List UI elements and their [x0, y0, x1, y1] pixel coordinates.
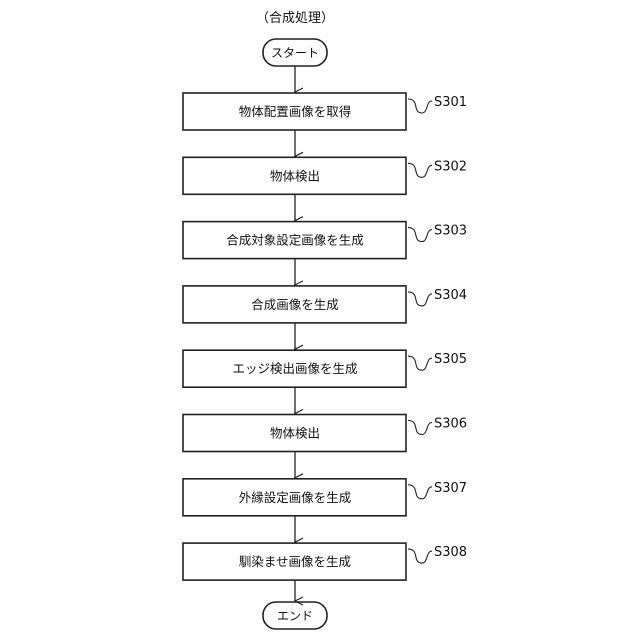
step-label: 外縁設定画像を生成: [239, 490, 352, 505]
step-id: S301: [434, 95, 467, 110]
step-leader-line: [408, 228, 432, 242]
step-id: S303: [434, 224, 467, 239]
step-leader-line: [408, 421, 432, 435]
step-label: 物体検出: [270, 168, 320, 183]
start-label: スタート: [271, 46, 319, 60]
step-leader-line: [408, 99, 432, 113]
step-label: 物体配置画像を取得: [239, 104, 352, 119]
step-id: S304: [434, 288, 467, 303]
step-leader-line: [408, 292, 432, 306]
step-label: 合成対象設定画像を生成: [226, 233, 364, 248]
process-steps: 物体配置画像を取得 S301 物体検出 S302 合成対象設定画像を生成 S303 合成画像…: [183, 66, 467, 601]
step-leader-line: [408, 356, 432, 370]
step-id: S307: [434, 481, 467, 496]
step-id: S306: [434, 417, 467, 432]
step-label: 物体検出: [270, 426, 320, 441]
step-leader-line: [408, 549, 432, 563]
step-label: 馴染ませ画像を生成: [239, 554, 351, 569]
step-leader-line: [408, 163, 432, 177]
step-label: 合成画像を生成: [251, 297, 339, 312]
end-label: エンド: [277, 609, 313, 623]
diagram-title: （合成処理）: [256, 11, 334, 26]
step-id: S302: [434, 159, 467, 174]
step-id: S305: [434, 352, 467, 367]
step-leader-line: [408, 485, 432, 499]
step-label: エッジ検出画像を生成: [232, 361, 357, 376]
step-id: S308: [434, 545, 467, 560]
